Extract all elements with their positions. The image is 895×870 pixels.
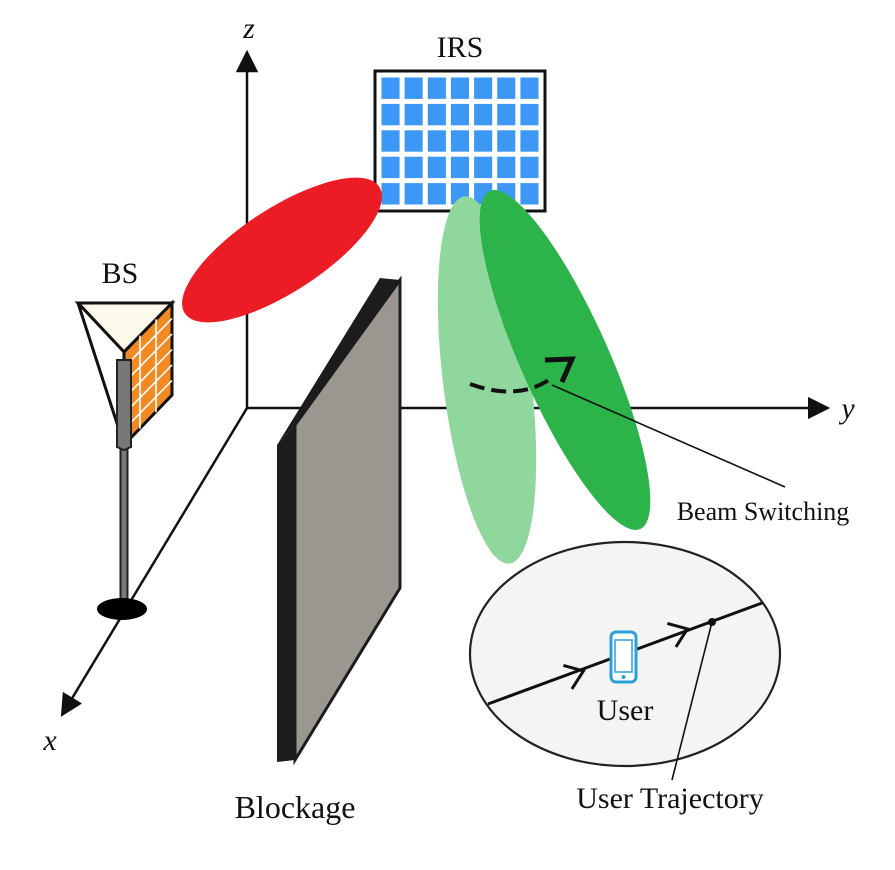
z-axis-label: z <box>242 12 255 45</box>
irs-element <box>427 77 446 99</box>
irs-element <box>497 156 516 179</box>
irs-element <box>404 156 423 179</box>
irs-element <box>520 130 539 152</box>
y-axis-label: y <box>838 392 855 425</box>
irs-element <box>381 103 400 126</box>
irs-element <box>381 156 400 179</box>
bs-label: BS <box>102 257 139 290</box>
x-axis-label: x <box>42 724 57 757</box>
irs-element <box>450 103 469 126</box>
beam-switching-indicator: Beam Switching <box>469 356 850 526</box>
irs-element <box>450 77 469 99</box>
irs-element <box>381 183 400 205</box>
irs-element <box>427 156 446 179</box>
irs-element <box>520 103 539 126</box>
blockage-face <box>293 275 402 766</box>
irs-element-grid <box>381 77 539 205</box>
trajectory-arrowhead-2 <box>666 622 690 648</box>
beam-switching-label: Beam Switching <box>677 497 850 526</box>
beam-switching-arrowhead <box>544 356 576 383</box>
user-label: User <box>597 694 654 727</box>
irs-element <box>520 183 539 205</box>
trajectory-arrowhead-1 <box>562 664 586 690</box>
irs-element <box>497 103 516 126</box>
user-trajectory-leader <box>671 621 713 781</box>
irs-element <box>427 130 446 152</box>
irs-element <box>497 77 516 99</box>
irs-element <box>474 156 493 179</box>
bs-pole-cap <box>116 359 132 452</box>
user-trajectory-label: User Trajectory <box>576 782 763 815</box>
irs-element <box>381 130 400 152</box>
irs-element <box>450 130 469 152</box>
blockage-label: Blockage <box>235 789 356 825</box>
irs-label: IRS <box>437 31 484 64</box>
irs-element <box>427 103 446 126</box>
bs-to-irs-beam <box>182 177 382 323</box>
irs-element <box>474 130 493 152</box>
irs-panel: IRS <box>373 31 547 213</box>
irs-element <box>427 183 446 205</box>
x-axis <box>60 407 249 717</box>
beam-switching-leader <box>551 384 786 488</box>
blockage-top-edge <box>277 278 400 445</box>
irs-element <box>520 77 539 99</box>
irs-element <box>404 103 423 126</box>
smartphone-icon <box>609 630 638 684</box>
blockage: Blockage <box>235 275 402 825</box>
irs-element <box>404 183 423 205</box>
irs-element <box>474 77 493 99</box>
irs-element <box>404 130 423 152</box>
irs-element <box>404 77 423 99</box>
base-station: BS <box>74 257 176 620</box>
blockage-side-edge <box>277 425 295 762</box>
irs-element <box>474 103 493 126</box>
bs-base <box>97 598 147 620</box>
irs-element <box>497 130 516 152</box>
irs-element <box>520 156 539 179</box>
user-region: User User Trajectory <box>468 540 782 815</box>
irs-element <box>450 156 469 179</box>
irs-element <box>381 77 400 99</box>
beam-switching-arrow <box>469 375 555 394</box>
